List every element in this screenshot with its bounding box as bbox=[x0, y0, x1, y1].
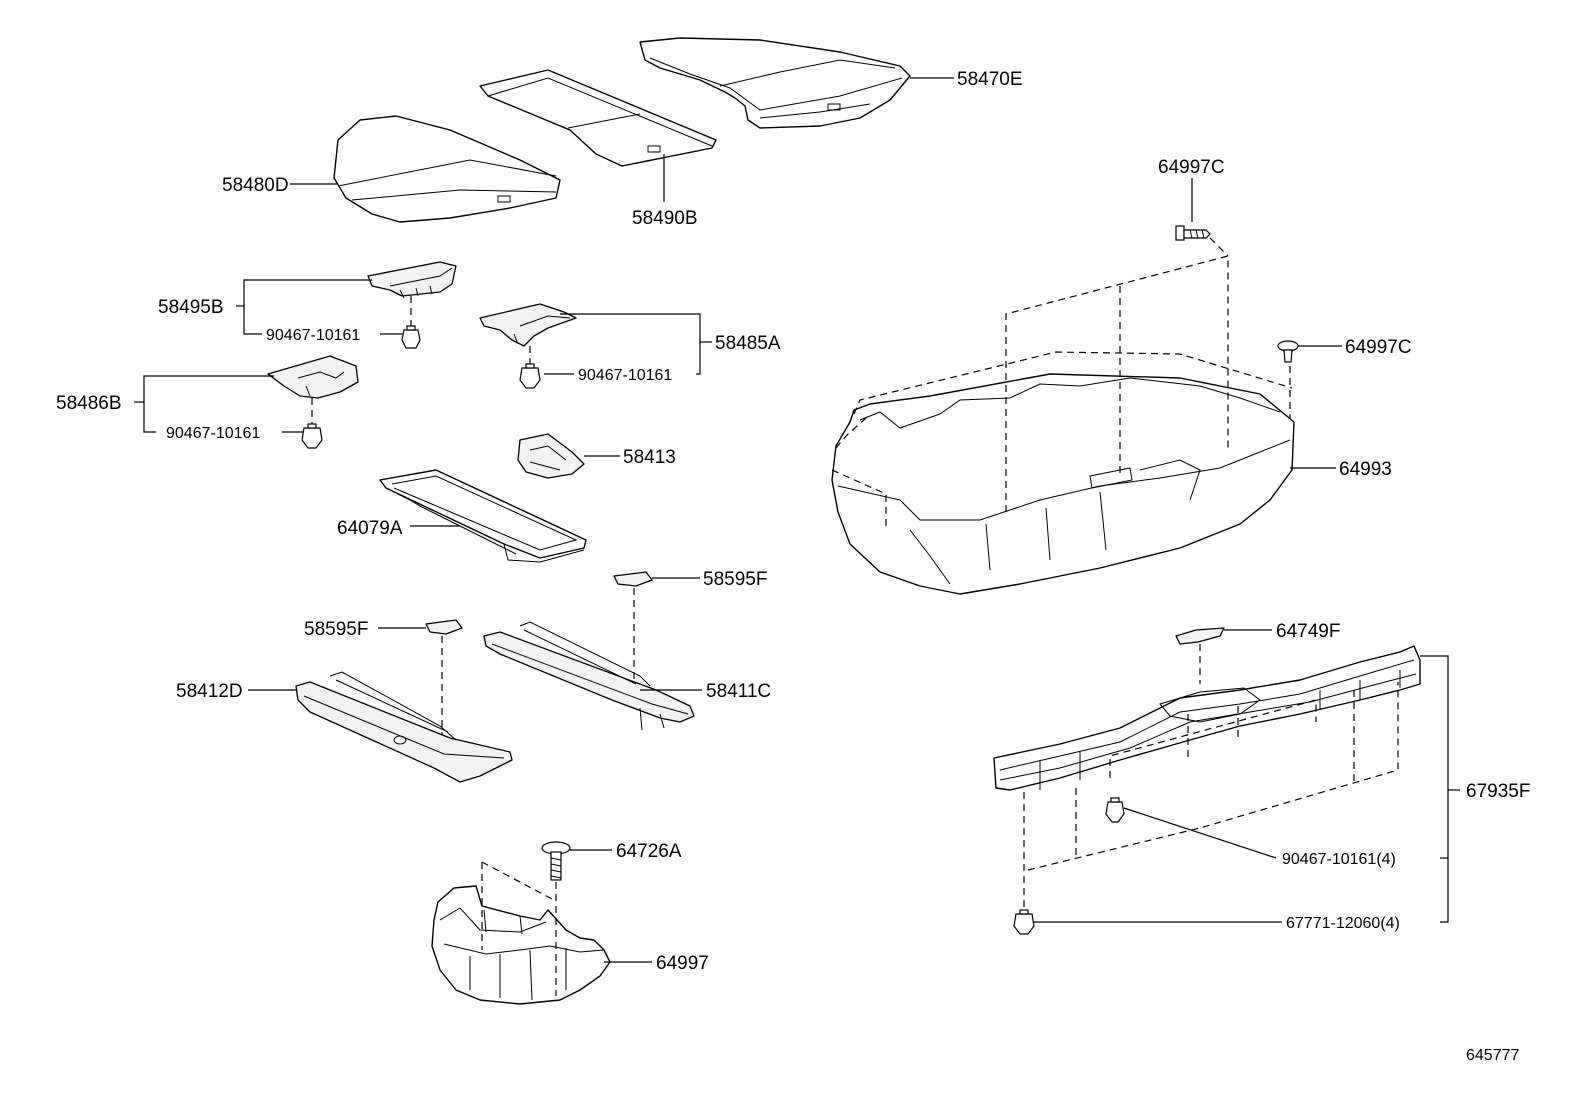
label-90467-qty4: 90467-10161(4) bbox=[1282, 851, 1396, 868]
label-58486B: 58486B bbox=[56, 393, 122, 414]
part-58485A-trim[interactable] bbox=[479, 303, 577, 347]
label-64993: 64993 bbox=[1339, 459, 1392, 480]
label-67771-qty4: 67771-12060(4) bbox=[1286, 915, 1400, 932]
part-64997C-clip-right[interactable] bbox=[1277, 340, 1299, 363]
part-58486B-trim[interactable] bbox=[267, 355, 359, 399]
label-64079A: 64079A bbox=[337, 518, 403, 539]
part-64079A-tray[interactable] bbox=[379, 469, 587, 563]
label-58485A: 58485A bbox=[715, 333, 781, 354]
label-58411C: 58411C bbox=[706, 681, 771, 702]
label-64726A: 64726A bbox=[616, 841, 682, 862]
part-58490B-floor-board[interactable] bbox=[479, 69, 717, 167]
label-90467-b: 90467-10161 bbox=[578, 367, 672, 384]
label-67935F: 67935F bbox=[1466, 781, 1530, 802]
part-58480D-deck-board[interactable] bbox=[333, 115, 561, 223]
label-58595F-right: 58595F bbox=[703, 569, 767, 590]
label-58495B: 58495B bbox=[158, 297, 224, 318]
label-90467-a: 90467-10161 bbox=[266, 327, 360, 344]
part-90467-clip-qty4[interactable] bbox=[1105, 797, 1125, 823]
part-64993-trunk-liner[interactable] bbox=[831, 373, 1295, 595]
label-64997: 64997 bbox=[656, 953, 709, 974]
part-90467-clip-a[interactable] bbox=[401, 325, 421, 349]
label-58412D: 58412D bbox=[176, 681, 243, 702]
part-58595F-pad-left[interactable] bbox=[425, 619, 463, 635]
part-58595F-pad-right[interactable] bbox=[613, 571, 653, 587]
label-58595F-left: 58595F bbox=[304, 619, 368, 640]
part-67771-clip-qty4[interactable] bbox=[1013, 909, 1035, 935]
part-58411C-rail[interactable] bbox=[483, 621, 695, 731]
label-58413: 58413 bbox=[623, 447, 676, 468]
diagram-id: 645777 bbox=[1466, 1047, 1519, 1064]
part-90467-clip-c[interactable] bbox=[301, 423, 323, 449]
part-64997-foam-tray[interactable] bbox=[431, 885, 611, 1005]
part-67935F-scuff-plate[interactable] bbox=[993, 645, 1421, 791]
label-58470E: 58470E bbox=[957, 69, 1023, 90]
label-64997C-top: 64997C bbox=[1158, 157, 1225, 178]
label-58490B: 58490B bbox=[632, 208, 698, 229]
part-90467-clip-b[interactable] bbox=[519, 363, 541, 389]
label-90467-c: 90467-10161 bbox=[166, 425, 260, 442]
part-58413-bracket[interactable] bbox=[517, 433, 585, 479]
part-58470E-deck-board[interactable] bbox=[639, 37, 911, 129]
part-64726A-bolt[interactable] bbox=[541, 841, 571, 881]
part-64749F-clip[interactable] bbox=[1175, 627, 1225, 645]
part-58495B-trim[interactable] bbox=[367, 261, 457, 299]
label-58480D: 58480D bbox=[222, 175, 289, 196]
label-64749F: 64749F bbox=[1276, 621, 1340, 642]
part-58412D-rail[interactable] bbox=[295, 671, 513, 783]
part-64997C-bolt-top[interactable] bbox=[1175, 225, 1211, 241]
label-64997C-right: 64997C bbox=[1345, 337, 1412, 358]
